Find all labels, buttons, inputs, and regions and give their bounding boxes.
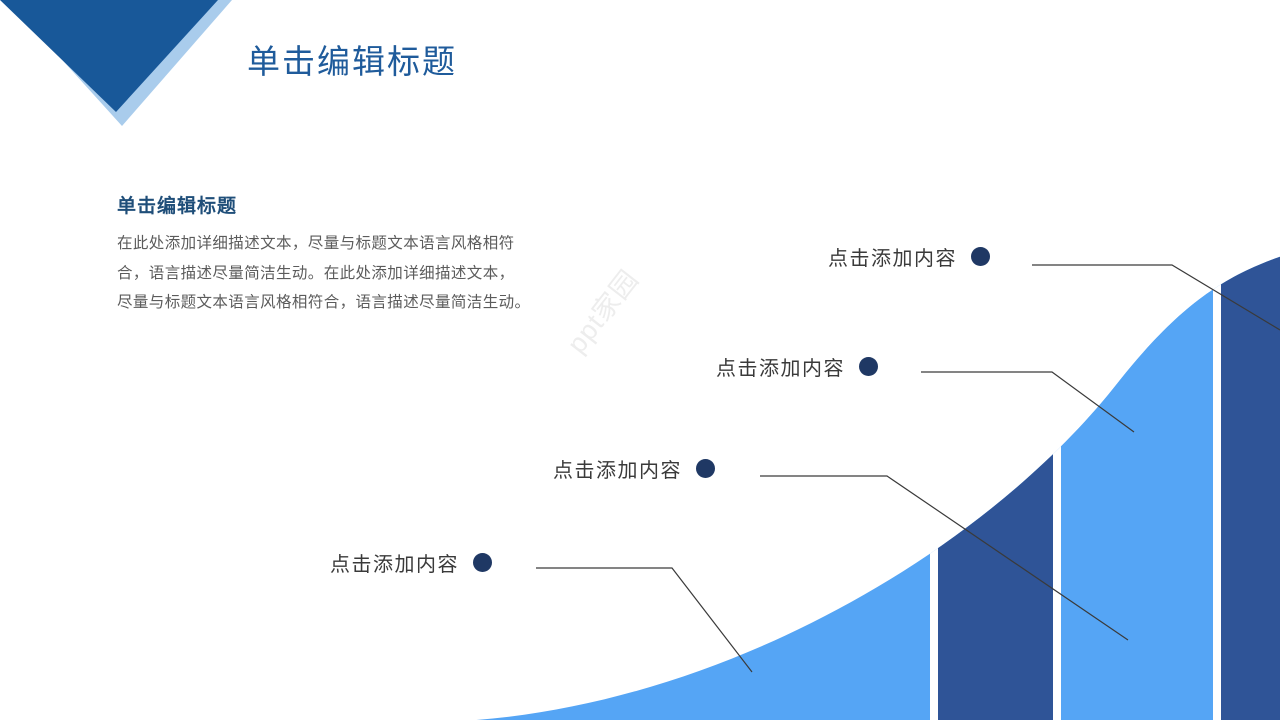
triangle-main-shape [0, 0, 218, 112]
description-text-block: 单击编辑标题 在此处添加详细描述文本，尽量与标题文本语言风格相符 合，语言描述尽… [117, 196, 677, 318]
callout-dot-icon [859, 357, 878, 376]
section-body: 在此处添加详细描述文本，尽量与标题文本语言风格相符 合，语言描述尽量简洁生动。在… [117, 229, 677, 318]
body-line: 合，语言描述尽量简洁生动。在此处添加详细描述文本， [117, 264, 515, 282]
connector-line-3 [760, 475, 1129, 641]
bar-gap-6 [1213, 255, 1221, 720]
callout-item-1[interactable]: 点击添加内容 [828, 242, 990, 271]
callout-label-2: 点击添加内容 [716, 358, 845, 380]
page-title: 单击编辑标题 [247, 43, 457, 80]
chart-bar-6 [1061, 255, 1213, 720]
body-line: 尽量与标题文本语言风格相符合，语言描述尽量简洁生动。 [117, 294, 531, 312]
chart-bar-5 [938, 255, 1053, 720]
callout-dot-icon [696, 459, 715, 478]
bar-gap-5 [1053, 255, 1061, 720]
connector-line-1 [1032, 264, 1280, 331]
callout-label-1: 点击添加内容 [828, 248, 957, 270]
body-line: 在此处添加详细描述文本，尽量与标题文本语言风格相符 [117, 234, 515, 252]
callout-dot-icon [473, 553, 492, 572]
triangle-shadow-shape [8, 0, 232, 126]
callout-item-3[interactable]: 点击添加内容 [553, 454, 715, 483]
bar-gap-4 [930, 300, 938, 720]
connector-line-4 [536, 567, 753, 673]
section-heading: 单击编辑标题 [117, 196, 238, 217]
corner-triangle-decoration [0, 0, 232, 126]
callout-item-4[interactable]: 点击添加内容 [330, 548, 492, 577]
callout-item-2[interactable]: 点击添加内容 [716, 352, 878, 381]
callout-dot-icon [971, 247, 990, 266]
callout-label-3: 点击添加内容 [553, 460, 682, 482]
callout-label-4: 点击添加内容 [330, 554, 459, 576]
connector-line-2 [921, 371, 1135, 433]
chart-bar-7 [1221, 255, 1280, 720]
